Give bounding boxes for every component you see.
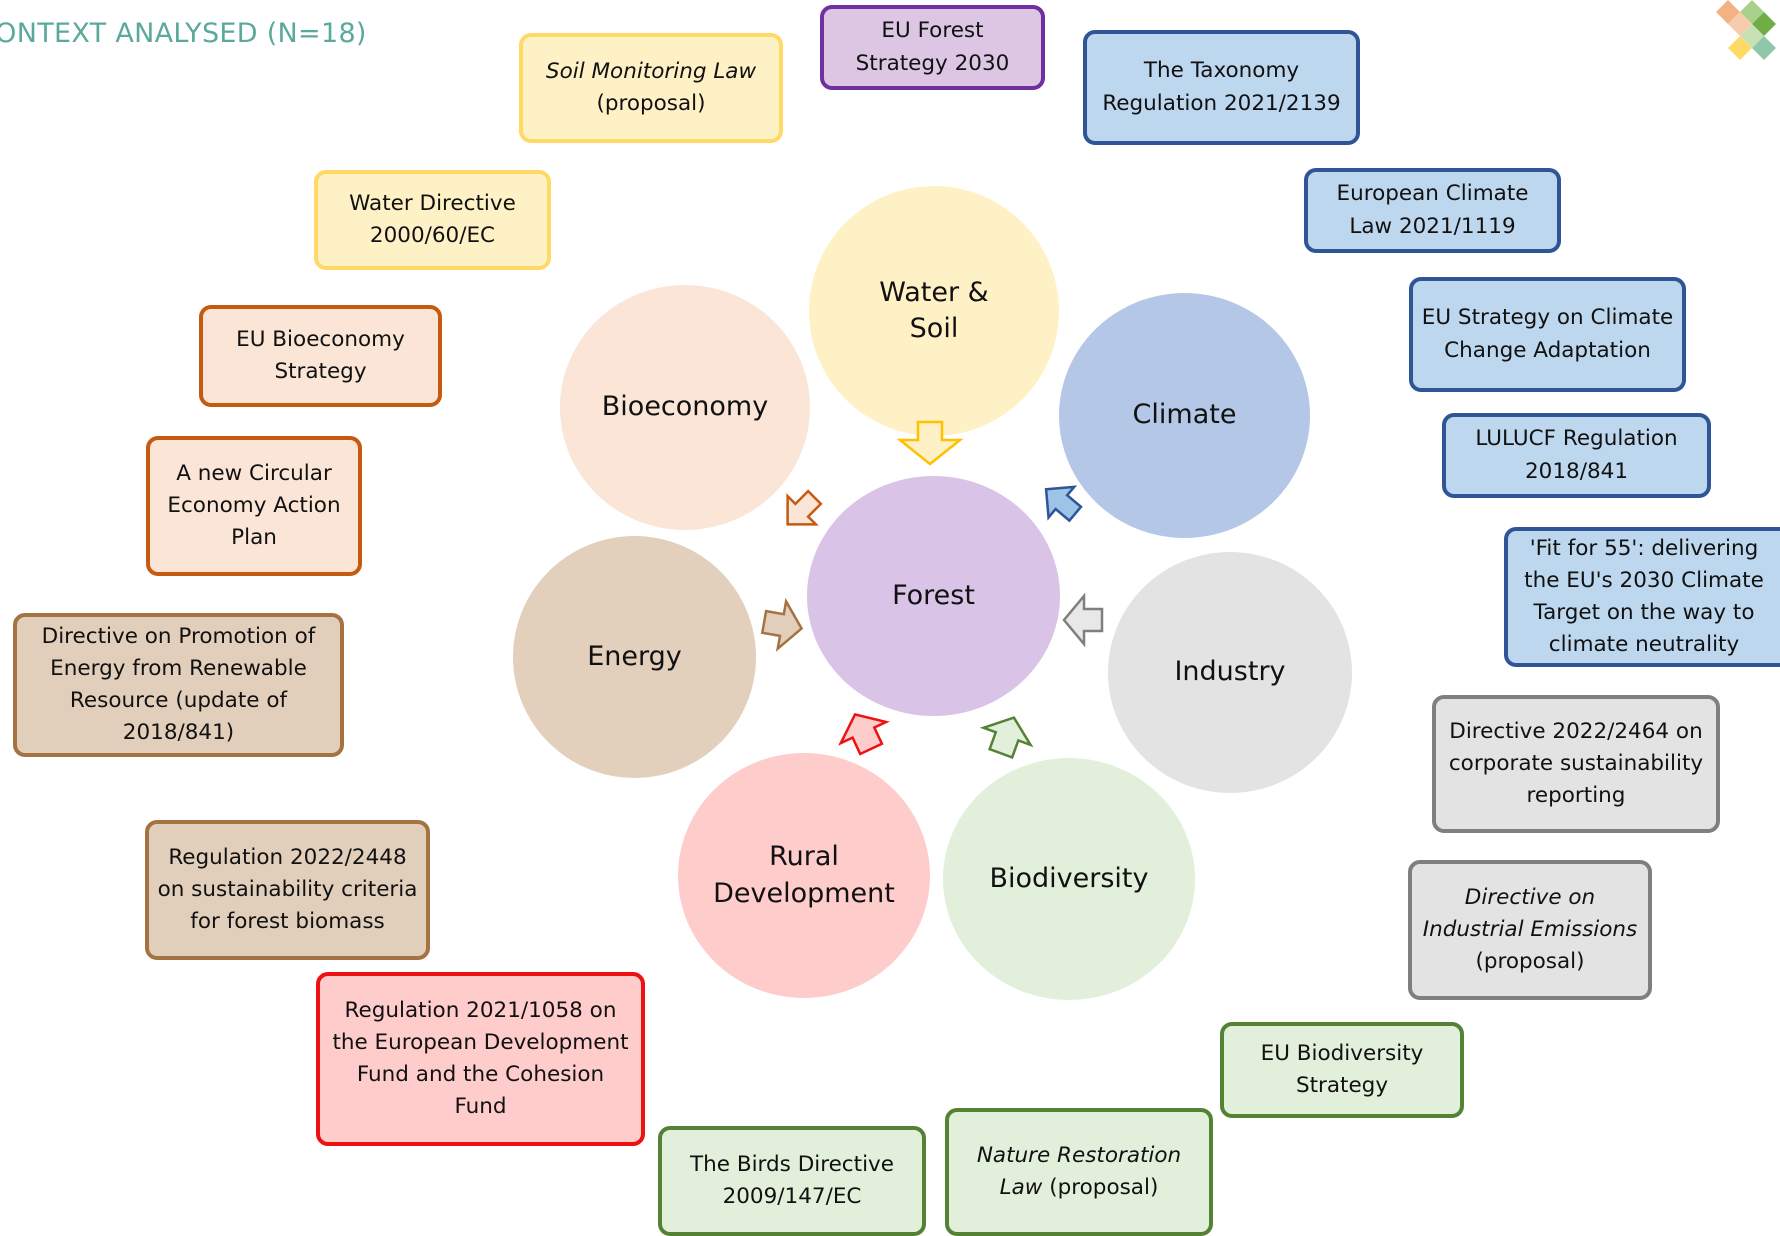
policy-nature-restoration-law-italic: Nature Restoration Law <box>976 1142 1182 1200</box>
policy-nature-restoration-law: Nature Restoration Law (proposal) <box>945 1108 1213 1236</box>
arrow-rural-shape <box>838 712 890 756</box>
arrow-water-soil-shape <box>896 420 964 466</box>
policy-taxonomy-regulation-label: The Taxonomy Regulation 2021/2139 <box>1102 58 1341 116</box>
policy-forest-biomass-regulation: Regulation 2022/2448 on sustainability c… <box>145 820 430 960</box>
policy-industrial-emissions-suffix: (proposal) <box>1475 949 1585 975</box>
policy-corporate-sustainability-reporting: Directive 2022/2464 on corporate sustain… <box>1432 695 1720 833</box>
policy-fit-for-55: 'Fit for 55': delivering the EU's 2030 C… <box>1504 527 1780 667</box>
center-forest: Forest <box>807 476 1060 716</box>
arrow-biodiversity-shape <box>979 716 1034 759</box>
center-forest-label: Forest <box>892 579 975 611</box>
theme-energy: Energy <box>513 536 756 778</box>
policy-corporate-sustainability-reporting-label: Directive 2022/2464 on corporate sustain… <box>1448 718 1704 809</box>
policy-lulucf-regulation-label: LULUCF Regulation 2018/841 <box>1475 426 1678 484</box>
page-title: CONTEXT ANALYSED (N=18) <box>0 18 367 49</box>
policy-soil-monitoring-law: Soil Monitoring Law (proposal) <box>519 33 783 143</box>
theme-water-soil: Water & Soil <box>809 186 1059 436</box>
policy-european-climate-law-label: European Climate Law 2021/1119 <box>1336 181 1529 239</box>
policy-eu-biodiversity-strategy-label: EU Biodiversity Strategy <box>1260 1040 1424 1098</box>
arrow-water-soil <box>896 420 964 466</box>
arrow-climate-shape <box>1044 485 1083 523</box>
policy-forest-biomass-regulation-label: Regulation 2022/2448 on sustainability c… <box>157 844 418 935</box>
policy-birds-directive: The Birds Directive 2009/147/EC <box>658 1126 926 1236</box>
policy-eu-forest-strategy: EU Forest Strategy 2030 <box>820 5 1045 90</box>
policy-birds-directive-label: The Birds Directive 2009/147/EC <box>690 1151 894 1209</box>
arrow-bioeconomy-shape <box>786 489 823 526</box>
policy-climate-adaptation-strategy-label: EU Strategy on Climate Change Adaptation <box>1421 305 1674 363</box>
theme-energy-label: Energy <box>587 640 682 672</box>
policy-fit-for-55-label: 'Fit for 55': delivering the EU's 2030 C… <box>1524 535 1764 658</box>
policy-renewable-energy-directive: Directive on Promotion of Energy from Re… <box>13 613 344 757</box>
policy-european-climate-law: European Climate Law 2021/1119 <box>1304 168 1561 253</box>
policy-industrial-emissions-italic: Directive on Industrial Emissions <box>1422 884 1638 942</box>
arrow-industry-shape <box>1062 592 1104 648</box>
policy-eu-forest-strategy-label: EU Forest Strategy 2030 <box>855 18 1010 76</box>
policy-renewable-energy-directive-label: Directive on Promotion of Energy from Re… <box>41 623 316 746</box>
policy-climate-adaptation-strategy: EU Strategy on Climate Change Adaptation <box>1409 277 1686 392</box>
theme-industry-label: Industry <box>1174 656 1286 688</box>
policy-eu-bioeconomy-strategy: EU Bioeconomy Strategy <box>199 305 442 407</box>
theme-bioeconomy: Bioeconomy <box>560 285 810 530</box>
policy-soil-monitoring-law-suffix: (proposal) <box>596 91 706 116</box>
theme-biodiversity: Biodiversity <box>943 758 1195 1000</box>
policy-soil-monitoring-law-italic: Soil Monitoring Law <box>545 58 757 84</box>
arrow-energy-shape <box>760 597 804 652</box>
policy-lulucf-regulation: LULUCF Regulation 2018/841 <box>1442 413 1711 498</box>
theme-rural-development-label: Rural Development <box>713 841 895 909</box>
theme-water-soil-label: Water & Soil <box>879 276 989 344</box>
theme-industry: Industry <box>1108 552 1352 793</box>
theme-climate-label: Climate <box>1132 399 1237 431</box>
policy-nature-restoration-law-suffix: (proposal) <box>1042 1175 1159 1200</box>
policy-water-directive: Water Directive 2000/60/EC <box>314 170 551 270</box>
policy-eu-biodiversity-strategy: EU Biodiversity Strategy <box>1220 1022 1464 1118</box>
policy-industrial-emissions: Directive on Industrial Emissions (propos… <box>1408 860 1652 1000</box>
policy-cohesion-fund-regulation-label: Regulation 2021/1058 on the European Dev… <box>332 997 629 1120</box>
policy-circular-economy-plan-label: A new Circular Economy Action Plan <box>167 460 341 551</box>
theme-rural-development: Rural Development <box>678 753 930 998</box>
policy-taxonomy-regulation: The Taxonomy Regulation 2021/2139 <box>1083 30 1360 145</box>
theme-bioeconomy-label: Bioeconomy <box>601 391 769 423</box>
policy-water-directive-label: Water Directive 2000/60/EC <box>349 190 516 248</box>
policy-cohesion-fund-regulation: Regulation 2021/1058 on the European Dev… <box>316 972 645 1146</box>
logo-icon <box>1716 0 1776 60</box>
theme-biodiversity-label: Biodiversity <box>989 862 1149 894</box>
policy-circular-economy-plan: A new Circular Economy Action Plan <box>146 436 362 576</box>
theme-climate: Climate <box>1059 293 1310 538</box>
policy-eu-bioeconomy-strategy-label: EU Bioeconomy Strategy <box>236 326 405 384</box>
